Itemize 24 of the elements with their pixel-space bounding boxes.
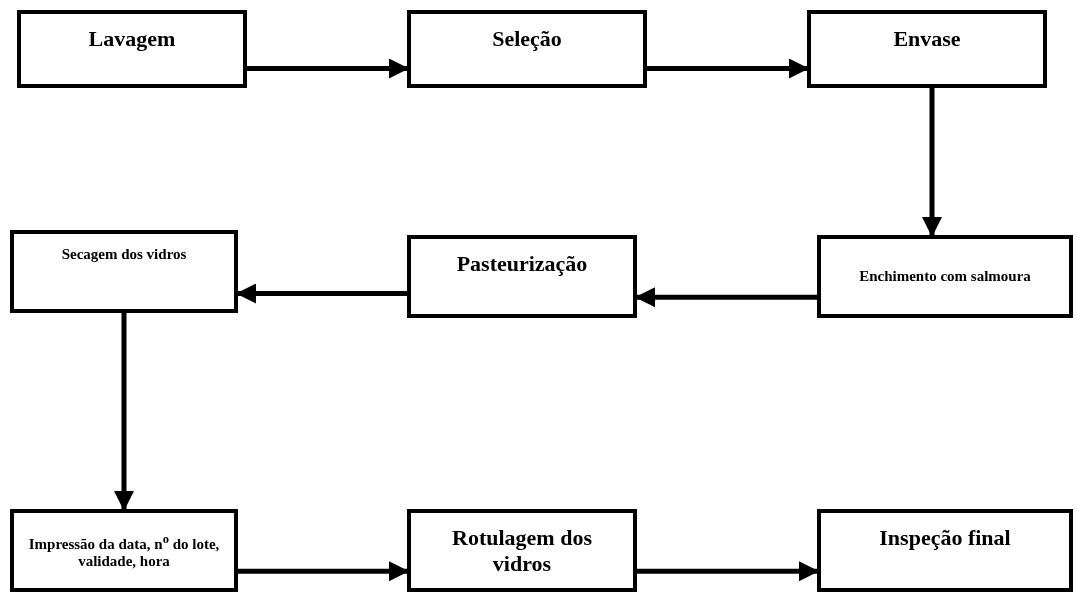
arrow (637, 561, 819, 582)
process-box (407, 509, 637, 592)
step-label: Impressão da data, n$^{o}$ do lote, validade, hora (27, 531, 221, 570)
step-label: Seleção (492, 26, 562, 52)
process-box (10, 230, 238, 313)
step-label: Rotulagem dos vidros (451, 524, 593, 577)
process-box (807, 10, 1047, 88)
step-label: Lavagem (88, 26, 176, 52)
arrow (922, 88, 942, 237)
arrow (647, 58, 809, 79)
process-box (17, 10, 247, 88)
process-box (407, 235, 637, 318)
arrow (238, 561, 409, 582)
arrow (247, 58, 409, 79)
step-label: Secagem dos vidros (61, 246, 187, 263)
process-box (817, 509, 1073, 592)
step-label: Pasteurização (456, 251, 588, 277)
process-box (407, 10, 647, 88)
process-box (817, 235, 1073, 318)
step-label: Enchimento com salmoura (859, 268, 1031, 285)
process-box (10, 509, 238, 592)
step-label: Inspeção final (879, 525, 1011, 551)
step-label: Envase (893, 26, 961, 52)
arrow (114, 313, 134, 511)
